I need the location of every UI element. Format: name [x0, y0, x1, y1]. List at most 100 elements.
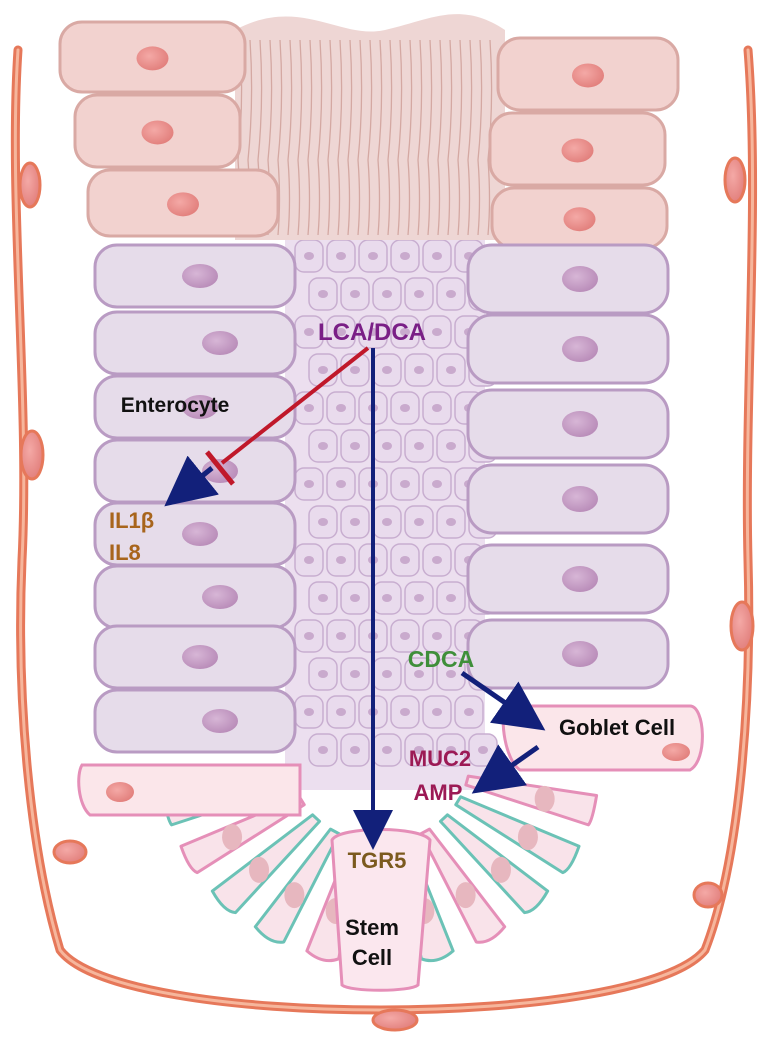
- crypt-nucleus: [455, 882, 476, 909]
- mesh-nucleus: [382, 746, 392, 754]
- mesh-nucleus: [350, 746, 360, 754]
- mesh-nucleus: [304, 328, 314, 336]
- crypt-base: [77, 763, 599, 969]
- microvillus: [487, 39, 493, 236]
- crypt-nucleus: [517, 824, 538, 851]
- mesh-nucleus: [432, 708, 442, 716]
- muc2-label: MUC2: [409, 746, 471, 771]
- mesh-nucleus: [382, 518, 392, 526]
- microvillus: [427, 39, 433, 236]
- mesh-nucleus: [304, 252, 314, 260]
- enterocyte-nucleus: [182, 395, 218, 419]
- mesh-nucleus: [446, 366, 456, 374]
- mesh-nucleus: [414, 746, 424, 754]
- crypt-nucleus: [249, 856, 270, 883]
- enterocyte-columns: [93, 243, 670, 754]
- crypt-cell: [454, 795, 581, 875]
- lumen-cell-mesh: [285, 230, 498, 790]
- enterocyte-cell: [93, 688, 297, 754]
- mesh-nucleus: [446, 290, 456, 298]
- microvillus: [447, 39, 453, 236]
- mesh-nucleus: [400, 404, 410, 412]
- crypt-nucleus: [284, 882, 305, 909]
- microvillus: [337, 39, 343, 236]
- crypt-nucleus: [534, 785, 555, 812]
- mesh-nucleus: [336, 252, 346, 260]
- lca-dca-label: LCA/DCA: [318, 319, 426, 346]
- mesh-nucleus: [446, 442, 456, 450]
- mesh-nucleus: [368, 328, 378, 336]
- villus-tip: [58, 14, 680, 250]
- mesh-nucleus: [350, 670, 360, 678]
- mesh-nucleus: [400, 556, 410, 564]
- mesh-nucleus: [304, 404, 314, 412]
- tgr5-label: TGR5: [348, 848, 407, 873]
- mesh-nucleus: [318, 290, 328, 298]
- enterocyte-nucleus: [562, 641, 598, 667]
- il8-label: IL8: [109, 540, 141, 565]
- mesh-nucleus: [382, 670, 392, 678]
- enterocyte-cell: [93, 310, 297, 376]
- mesh-nucleus: [336, 556, 346, 564]
- mesh-nucleus: [432, 328, 442, 336]
- mesh-nucleus: [382, 366, 392, 374]
- mesh-nucleus: [432, 252, 442, 260]
- mesh-nucleus: [318, 366, 328, 374]
- villus-nucleus: [563, 207, 596, 232]
- mesh-nucleus: [318, 594, 328, 602]
- inhibition-line: [220, 346, 370, 465]
- mesh-nucleus: [414, 594, 424, 602]
- mesh-nucleus: [336, 404, 346, 412]
- microvillus: [467, 39, 473, 236]
- crypt-nucleus: [222, 824, 243, 851]
- mesh-nucleus: [464, 708, 474, 716]
- goblet-nucleus: [106, 782, 134, 802]
- mesh-nucleus: [350, 366, 360, 374]
- microvillus: [317, 39, 323, 236]
- mesh-nucleus: [414, 670, 424, 678]
- enterocyte-nucleus: [562, 411, 598, 437]
- enterocyte-nucleus: [562, 566, 598, 592]
- enterocyte-nucleus: [182, 645, 218, 669]
- mesh-nucleus: [400, 328, 410, 336]
- enterocyte-nucleus: [182, 522, 218, 546]
- mesh-nucleus: [478, 746, 488, 754]
- mesh-nucleus: [400, 252, 410, 260]
- goblet-cell-label: Goblet Cell: [559, 715, 675, 740]
- mesh-nucleus: [432, 632, 442, 640]
- villus-nucleus: [136, 46, 169, 71]
- mesh-nucleus: [446, 746, 456, 754]
- enterocyte-cell: [93, 564, 297, 630]
- microvillus: [357, 39, 363, 236]
- mesh-nucleus: [382, 442, 392, 450]
- villus-nucleus: [167, 192, 199, 217]
- mesh-nucleus: [336, 708, 346, 716]
- mesh-nucleus: [400, 708, 410, 716]
- mesh-nucleus: [368, 252, 378, 260]
- mesh-nucleus: [350, 290, 360, 298]
- crypt-nucleus: [490, 856, 511, 883]
- labels: LCA/DCA Enterocyte IL1β IL8 CDCA Goblet …: [109, 319, 675, 970]
- villus-nucleus: [141, 120, 174, 145]
- microvillus: [437, 39, 443, 236]
- il1b-label: IL1β: [109, 508, 154, 533]
- enterocyte-nucleus: [202, 331, 238, 355]
- enterocyte-nucleus: [202, 585, 238, 609]
- microvillus: [377, 39, 383, 236]
- goblet-band: [77, 763, 302, 817]
- mesh-nucleus: [318, 442, 328, 450]
- mesh-nucleus: [414, 290, 424, 298]
- microvillus: [307, 39, 313, 236]
- mesh-nucleus: [446, 594, 456, 602]
- microvillus: [457, 39, 463, 236]
- cdca-label: CDCA: [408, 646, 474, 672]
- stem-label-line2: Cell: [352, 945, 392, 970]
- microvillus: [417, 39, 423, 236]
- mesh-nucleus: [304, 708, 314, 716]
- mesh-nucleus: [350, 518, 360, 526]
- microvillus: [407, 39, 413, 236]
- enterocyte-cell: [93, 438, 297, 504]
- mesh-nucleus: [432, 404, 442, 412]
- microvillus: [297, 39, 303, 236]
